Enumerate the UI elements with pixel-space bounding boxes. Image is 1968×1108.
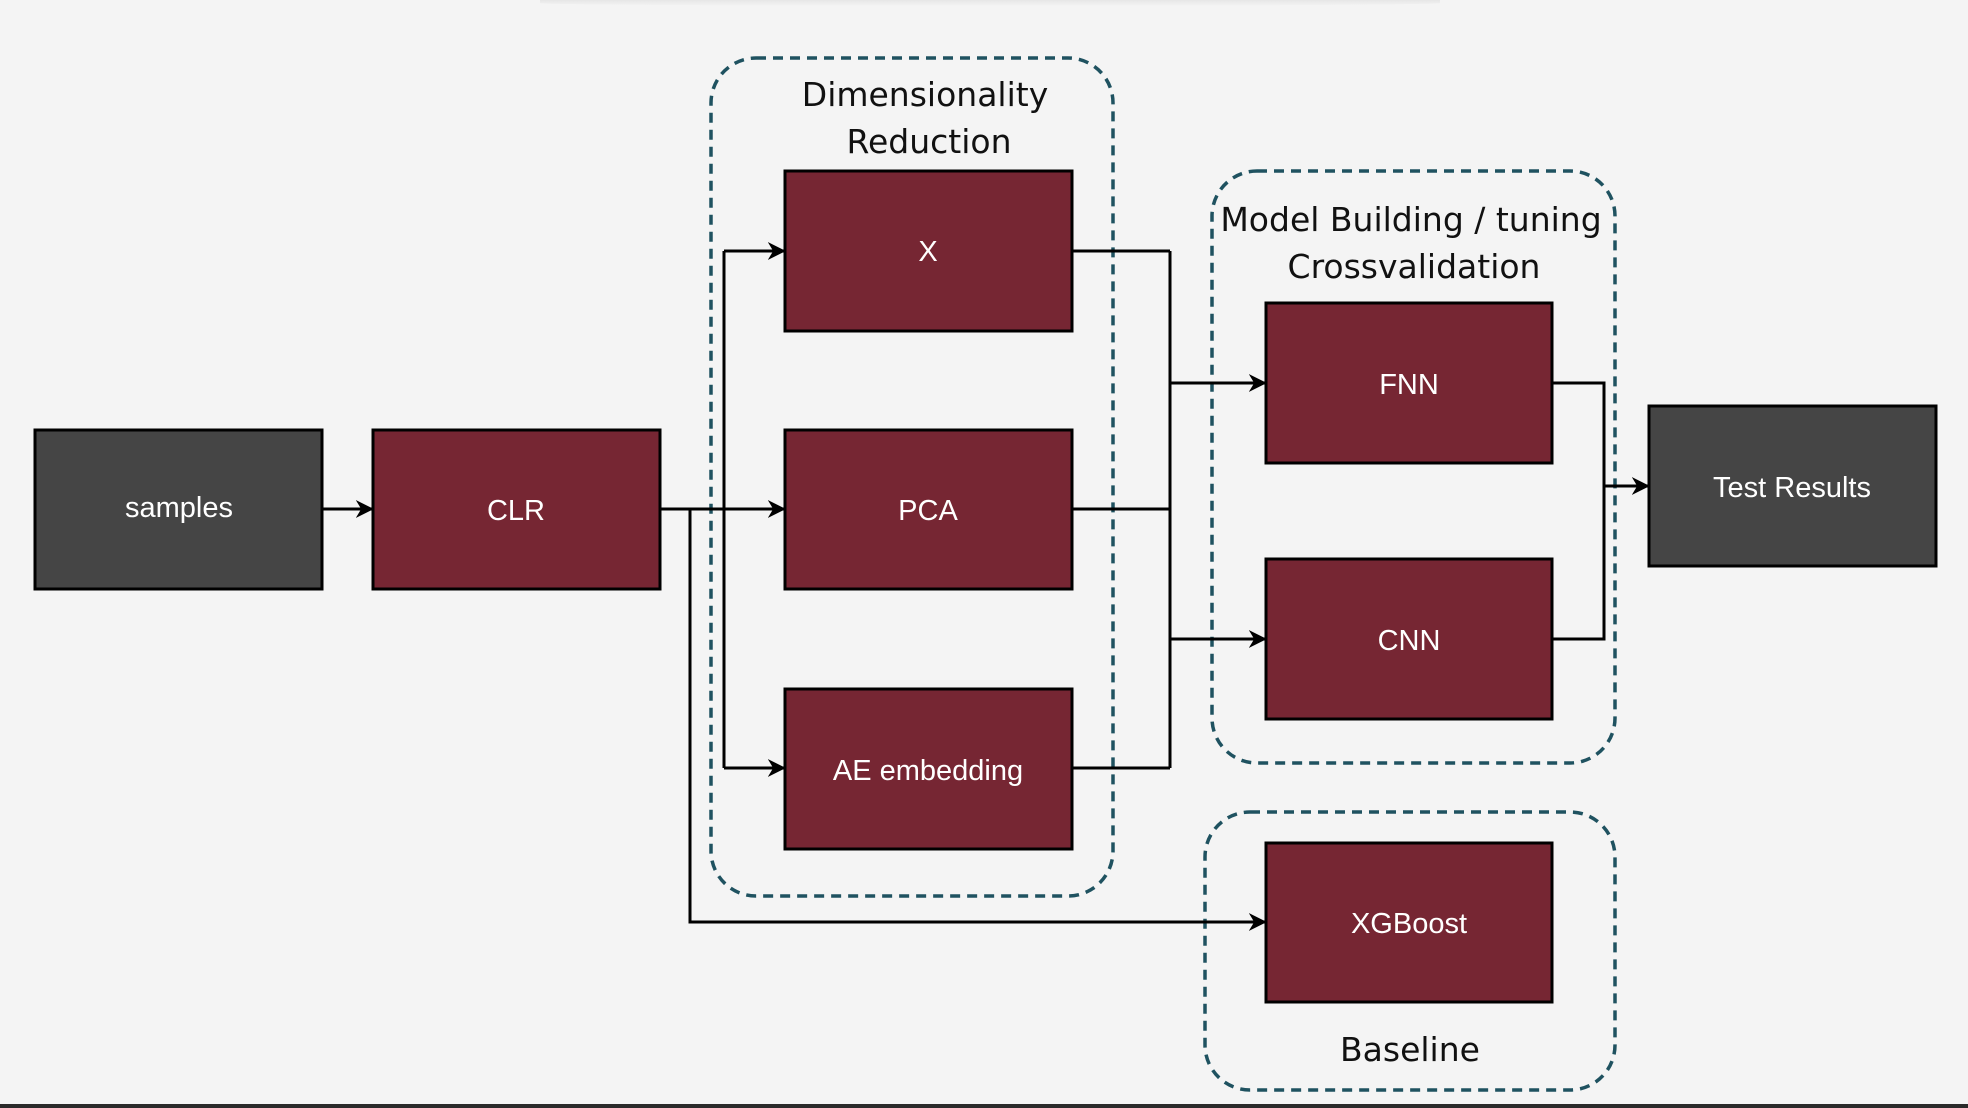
dimensionality-reduction-label-line1: Dimensionality (802, 75, 1048, 114)
edge-clr-xgboost (688, 509, 1267, 931)
model-building-label-line2: Crossvalidation (1288, 247, 1541, 286)
node-clr[interactable]: CLR (371, 428, 662, 591)
group-dimensionality-reduction (709, 56, 1115, 898)
node-fnn[interactable]: FNN (1264, 301, 1554, 465)
node-test-results[interactable]: Test Results (1647, 404, 1938, 568)
ae-embedding-label: AE embedding (833, 755, 1023, 787)
edge-fnn-join (1553, 381, 1606, 641)
group-baseline (1203, 810, 1617, 1092)
node-x[interactable]: X (783, 169, 1074, 333)
cnn-label: CNN (1378, 625, 1441, 657)
bottom-rule (0, 1104, 1968, 1108)
samples-label: samples (125, 492, 233, 524)
top-shade (540, 0, 1440, 6)
node-ae-embedding[interactable]: AE embedding (783, 687, 1074, 851)
edges (323, 242, 1650, 931)
baseline-label: Baseline (1340, 1030, 1480, 1069)
clr-label: CLR (487, 495, 545, 527)
fnn-label: FNN (1379, 369, 1439, 401)
node-samples[interactable]: samples (33, 428, 324, 591)
x-label: X (918, 236, 937, 268)
group-model-building (1210, 169, 1617, 765)
dimensionality-reduction-label-line2: Reduction (847, 122, 1012, 161)
pca-label: PCA (898, 495, 958, 527)
xgboost-label: XGBoost (1351, 908, 1467, 940)
test-results-label: Test Results (1713, 472, 1871, 504)
node-cnn[interactable]: CNN (1264, 557, 1554, 721)
model-building-label-line1: Model Building / tuning (1220, 200, 1601, 239)
node-pca[interactable]: PCA (783, 428, 1074, 591)
node-xgboost[interactable]: XGBoost (1264, 841, 1554, 1004)
